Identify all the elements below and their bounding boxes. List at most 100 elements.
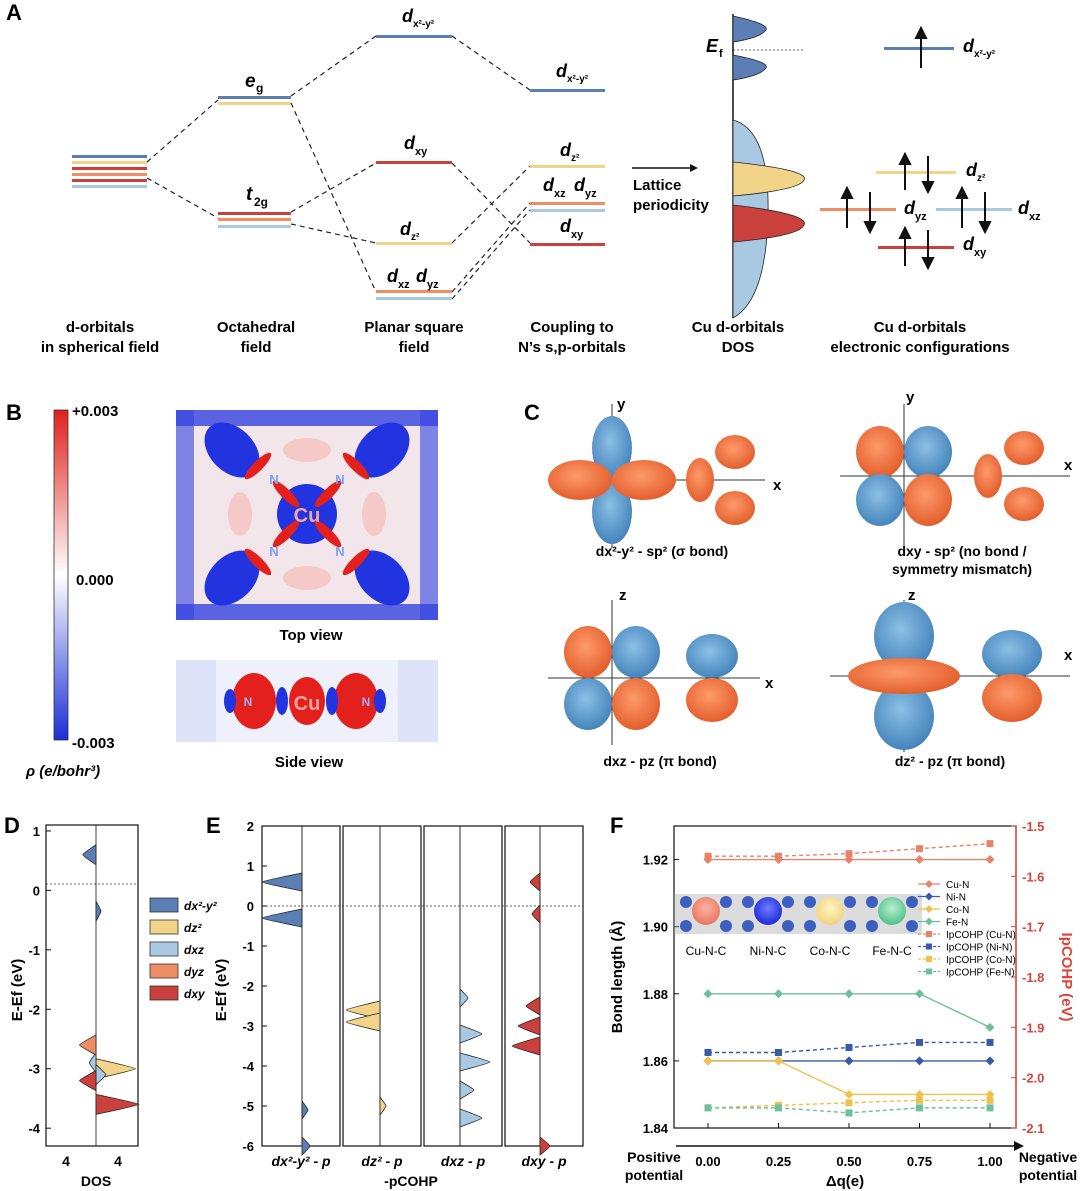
caption-c1: dx²-y² - sp² (σ bond) bbox=[596, 543, 728, 559]
d-legend-label: dx²-y² bbox=[184, 899, 218, 913]
dxz-sub-planar: xz bbox=[398, 279, 410, 291]
f-inset-label: Cu-N-C bbox=[686, 944, 727, 958]
f-point-diamond bbox=[844, 989, 854, 999]
dx2y2-sub-coupling: x²-y² bbox=[567, 74, 589, 85]
f-xtick-label: 0.50 bbox=[836, 1154, 861, 1169]
f-inset-n-atom bbox=[906, 896, 918, 908]
dxz-label-coupling: d bbox=[543, 175, 555, 195]
f-inset-n-atom bbox=[720, 920, 732, 932]
top-cu-label: Cu bbox=[294, 505, 321, 527]
f-xright-1: Negative bbox=[1019, 1149, 1078, 1165]
d-axes-frame bbox=[45, 824, 139, 1147]
f-series-lines bbox=[703, 840, 995, 1117]
eg-sub: g bbox=[256, 81, 263, 95]
d-legend-swatch bbox=[149, 985, 179, 1001]
e-peak bbox=[525, 996, 541, 1016]
f-legend-label: Ni-N bbox=[946, 893, 966, 904]
col-label-1a: d-orbitals bbox=[66, 319, 134, 336]
e-peak bbox=[511, 1036, 541, 1056]
f-point-diamond bbox=[844, 855, 854, 865]
col-label-5a: Cu d-orbitals bbox=[692, 319, 785, 336]
dx2y2-label-coupling: d bbox=[556, 61, 568, 81]
f-xleft-2: potential bbox=[625, 1167, 683, 1183]
side-cu-label: Cu bbox=[294, 693, 321, 715]
dxy-sub-planar: xy bbox=[415, 146, 428, 158]
caption-c2-b: symmetry mismatch) bbox=[892, 561, 1032, 577]
f-xleft-1: Positive bbox=[627, 1149, 681, 1165]
panel-letter-a: A bbox=[6, 0, 22, 25]
f-point-square bbox=[916, 1038, 923, 1046]
f-point-diamond bbox=[915, 855, 924, 865]
f-point-square bbox=[775, 1049, 782, 1056]
d-legend-label: dxz bbox=[184, 943, 204, 957]
spin-arrows bbox=[840, 25, 992, 271]
t2g-label: t bbox=[246, 184, 253, 205]
f-legend-label: IpCOHP (Cu-N) bbox=[946, 930, 1016, 941]
f-inset-n-atom bbox=[844, 896, 856, 908]
f-ytick-label: 1.84 bbox=[643, 1121, 669, 1136]
f-inset-metal-atom bbox=[692, 897, 720, 925]
e-subplot-frame bbox=[504, 825, 584, 1147]
d-legend-label: dyz bbox=[184, 965, 204, 979]
dz2-label-config: d bbox=[966, 160, 978, 180]
d-legend-swatch bbox=[149, 919, 179, 935]
d-peak bbox=[95, 901, 102, 922]
f-y2tick-label: -2.1 bbox=[1022, 1121, 1044, 1136]
e-ytick-label: -3 bbox=[242, 1019, 254, 1034]
dz2-sub-coupling: z² bbox=[571, 153, 580, 164]
top-n-label-3: N bbox=[269, 544, 278, 559]
e-peak bbox=[459, 1080, 475, 1100]
d-ytick-label: 1 bbox=[33, 824, 40, 839]
d-y-ticks: 10-1-2-3-4 bbox=[28, 824, 51, 1136]
colorbar-min: -0.003 bbox=[72, 735, 115, 752]
axis-x-1: x bbox=[773, 477, 782, 494]
f-legend-label: IpCOHP (Fe-N) bbox=[946, 968, 1015, 979]
f-legend-marker bbox=[926, 968, 932, 975]
dyz-sub-config: yz bbox=[915, 211, 927, 223]
axis-y-1: y bbox=[617, 396, 626, 413]
f-legend-marker bbox=[926, 943, 932, 950]
eg-label: e bbox=[245, 71, 256, 92]
d-peak bbox=[88, 1051, 97, 1075]
f-inset-metal-atom bbox=[816, 897, 844, 925]
f-y2tick-label: -1.5 bbox=[1022, 819, 1044, 834]
e-ytick-label: -6 bbox=[242, 1139, 254, 1154]
f-ytick-label: 1.92 bbox=[643, 853, 668, 868]
col-label-1b: in spherical field bbox=[41, 339, 159, 356]
e-peak bbox=[301, 1136, 311, 1156]
panel-letter-f: F bbox=[610, 813, 623, 838]
f-point-diamond bbox=[774, 1056, 783, 1066]
panel-e-pcohp-chart: 210-1-2-3-4-5-6 E-Ef (eV) -pCOHP dx²-y² … bbox=[213, 819, 584, 1189]
f-ytick-label: 1.88 bbox=[643, 987, 668, 1002]
e-peak bbox=[345, 1012, 381, 1032]
e-ytick-label: -1 bbox=[242, 939, 254, 954]
col-label-4a: Coupling to bbox=[530, 319, 613, 336]
d-ytick-label: -3 bbox=[28, 1062, 40, 1077]
dxy-label-config: d bbox=[963, 234, 975, 254]
f-inset-n-atom bbox=[804, 920, 816, 932]
e-subplot-label: dx²-y² - p bbox=[271, 1153, 331, 1169]
e-subplot-label: dxy - p bbox=[521, 1153, 567, 1169]
f-inset-metal-atom bbox=[754, 897, 782, 925]
f-inset-n-atom bbox=[782, 920, 794, 932]
lattice-label-2: periodicity bbox=[633, 197, 710, 214]
axis-x-3: x bbox=[765, 675, 774, 692]
f-ticks: 1.921.901.881.861.84-1.5-1.6-1.7-1.8-1.9… bbox=[643, 819, 1045, 1169]
side-view-caption: Side view bbox=[275, 754, 344, 771]
caption-c2-a: dxy - sp² (no bond / bbox=[897, 543, 1026, 559]
f-point-diamond bbox=[703, 1056, 713, 1066]
f-inset-label: Co-N-C bbox=[810, 944, 851, 958]
f-point-diamond bbox=[985, 1056, 995, 1066]
d-xlabel: DOS bbox=[81, 1173, 111, 1189]
axis-z-3: z bbox=[619, 587, 627, 604]
col-label-6a: Cu d-orbitals bbox=[874, 319, 967, 336]
f-point-square bbox=[704, 852, 712, 860]
e-peak bbox=[261, 908, 303, 928]
panel-c-orbital-overlap: y x dx²-y² - sp² (σ bond) y x dxy - sp² … bbox=[548, 389, 1073, 769]
d-peaks bbox=[79, 843, 140, 1115]
f-inset-n-atom bbox=[742, 896, 754, 908]
dx2y2-label-config: d bbox=[963, 36, 975, 56]
col-label-3b: field bbox=[399, 339, 430, 356]
